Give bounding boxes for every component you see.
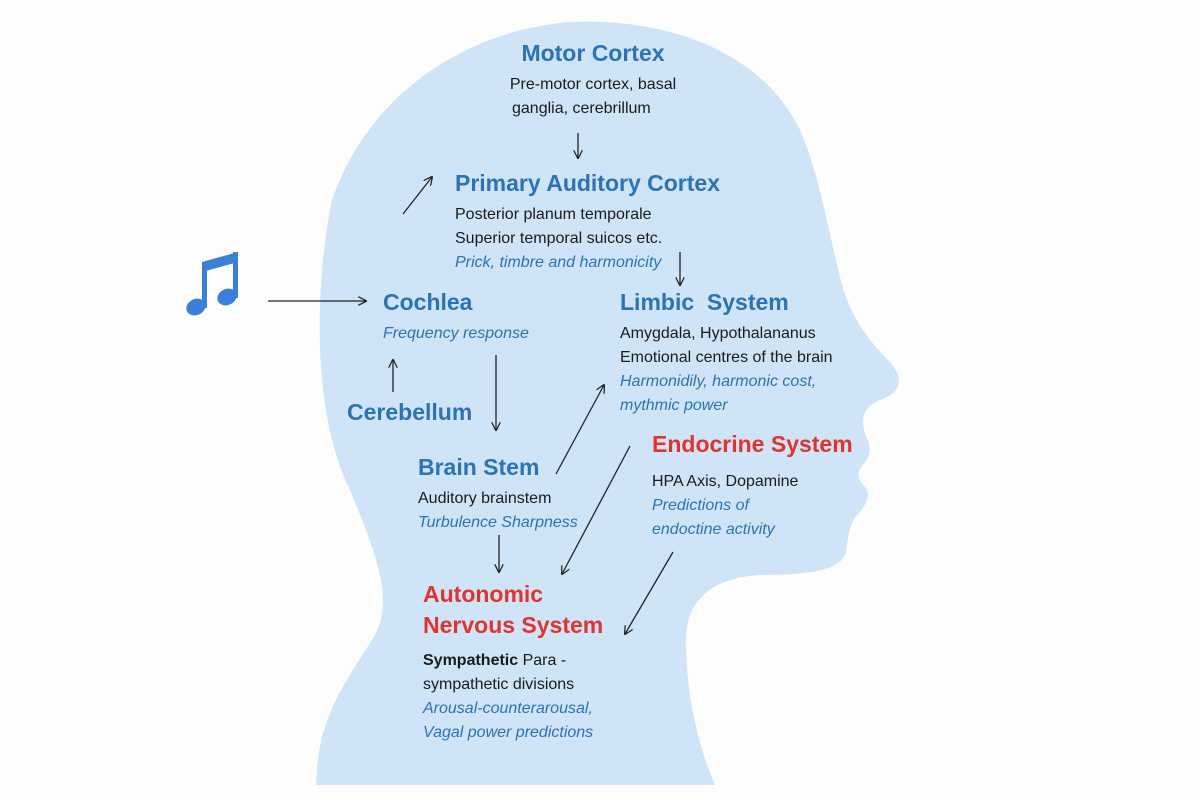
brain-stem-note: Turbulence Sharpness	[418, 514, 578, 531]
limbic-system-node: Limbic System Amygdala, Hypothalananus E…	[620, 289, 833, 418]
autonomic-line1: Sympathetic Para -	[423, 649, 603, 673]
endocrine-system-line1: HPA Axis, Dopamine	[652, 473, 799, 490]
brain-stem-line1: Auditory brainstem	[418, 490, 552, 507]
cerebellum-title: Cerebellum	[347, 399, 473, 425]
primary-auditory-cortex-note: Prick, timbre and harmonicity	[455, 254, 662, 271]
autonomic-title-line1: Autonomic	[423, 581, 544, 607]
head-silhouette	[316, 21, 899, 786]
limbic-system-line1: Amygdala, Hypothalananus	[620, 325, 816, 342]
autonomic-line1-bold: Sympathetic	[423, 652, 519, 669]
limbic-system-note2: mythmic power	[620, 397, 728, 414]
limbic-system-line2: Emotional centres of the brain	[620, 349, 833, 366]
motor-cortex-title: Motor Cortex	[521, 40, 665, 66]
arrow-to-auditory-cortex	[402, 177, 432, 215]
autonomic-line1-rest: Para -	[518, 652, 567, 669]
autonomic-line2: sympathetic divisions	[423, 676, 575, 693]
primary-auditory-cortex-line2: Superior temporal suicos etc.	[455, 230, 663, 247]
cochlea-node: Cochlea Frequency response	[383, 289, 529, 346]
endocrine-system-note2: endoctine activity	[652, 521, 775, 538]
primary-auditory-cortex-line1: Posterior planum temporale	[455, 206, 652, 223]
arrow-endocrine-note-to-autonomic	[625, 551, 674, 634]
primary-auditory-cortex-node: Primary Auditory Cortex Posterior planum…	[455, 170, 720, 275]
brain-stem-node: Brain Stem Auditory brainstem Turbulence…	[418, 454, 578, 535]
endocrine-system-node: Endocrine System HPA Axis, Dopamine Pred…	[652, 431, 853, 542]
autonomic-note2: Vagal power predictions	[423, 724, 594, 741]
cochlea-note: Frequency response	[383, 325, 529, 342]
arrow-brainstem-to-limbic	[555, 385, 604, 475]
autonomic-nervous-system-node: Autonomic Nervous System Sympathetic Par…	[423, 581, 603, 745]
limbic-system-title: Limbic System	[620, 289, 789, 315]
autonomic-title-line2: Nervous System	[423, 612, 604, 638]
motor-cortex-line2: ganglia, cerebrillum	[512, 100, 651, 117]
motor-cortex-line1: Pre-motor cortex, basal	[509, 76, 677, 93]
endocrine-system-title: Endocrine System	[652, 431, 853, 457]
autonomic-note1: Arousal-counterarousal,	[423, 700, 593, 717]
motor-cortex-node: Motor Cortex Pre-motor cortex, basal gan…	[470, 40, 716, 121]
music-note-icon	[186, 252, 238, 316]
cerebellum-node: Cerebellum	[347, 399, 472, 426]
primary-auditory-cortex-title: Primary Auditory Cortex	[455, 170, 720, 196]
cochlea-title: Cochlea	[383, 289, 473, 315]
arrow-endocrine-to-autonomic	[562, 445, 631, 574]
endocrine-system-note1: Predictions of	[652, 497, 749, 514]
limbic-system-note1: Harmonidily, harmonic cost,	[620, 373, 817, 390]
brain-stem-title: Brain Stem	[418, 454, 540, 480]
